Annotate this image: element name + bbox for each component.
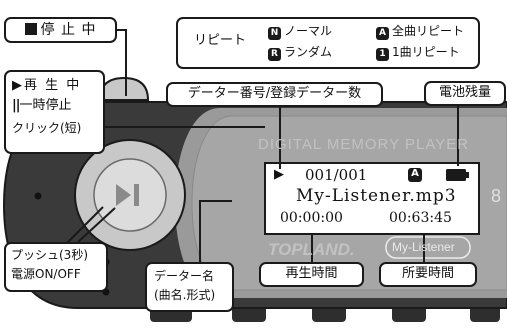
- connector-lines: [66, 29, 459, 263]
- lcd-repeat-badge: A: [411, 168, 419, 179]
- device-model: My-Listener: [392, 240, 455, 254]
- lcd-filename: My-Listener.mp3: [296, 186, 457, 206]
- repeat-legend-title: リピート: [194, 33, 247, 48]
- play-pause-labels: ▶再 生 中 ||一時停止 クリック(短): [4, 70, 105, 154]
- lcd-play-symbol: ▶: [274, 167, 284, 182]
- lcd-elapsed: 00:00:00: [280, 210, 343, 226]
- lcd-panel: [264, 162, 480, 235]
- top-tab: [98, 76, 150, 101]
- elapsed-time-label: 再生時間: [259, 262, 364, 287]
- data-name-label: データー名 (曲名.形式): [145, 262, 234, 312]
- stop-label: 停 止 中: [4, 17, 117, 43]
- stop-square-icon: [24, 22, 37, 35]
- push-power-label: プッシュ(3秒) 電源ON/OFF: [4, 242, 108, 292]
- click-label: クリック(短): [12, 120, 82, 135]
- play-triangle-icon: ▶: [12, 78, 24, 93]
- device-brand: TOPLAND.: [268, 240, 355, 259]
- lcd-track-number: 001/001: [305, 166, 368, 184]
- battery-icon-tip: [466, 172, 469, 178]
- normal-badge-icon: N: [268, 27, 281, 41]
- battery-icon: [446, 169, 466, 181]
- stop-label-text: 停 止 中: [40, 21, 97, 38]
- track-number-label: データー番号/登録データー数: [166, 82, 383, 107]
- device-dot: [34, 192, 42, 200]
- device-edge-char: 8: [491, 186, 502, 206]
- model-pill: [385, 236, 471, 259]
- play-label: 再 生 中: [24, 78, 82, 93]
- required-time-label: 所要時間: [379, 262, 477, 287]
- all-repeat-badge-icon: A: [376, 27, 389, 41]
- device-title: DIGITAL MEMORY PLAYER: [258, 136, 470, 153]
- one-repeat-badge-icon: 1: [376, 48, 389, 62]
- pause-label: 一時停止: [19, 97, 72, 113]
- repeat-badge-bg: [408, 168, 422, 182]
- play-pause-icon: [116, 184, 139, 206]
- battery-label: 電池残量: [424, 81, 506, 106]
- lcd-total: 00:63:45: [389, 210, 452, 226]
- random-badge-icon: R: [268, 48, 281, 62]
- push-label-line2: 電源ON/OFF: [11, 266, 81, 281]
- pause-bars-icon: ||: [12, 97, 20, 113]
- push-label-line1: プッシュ(3秒): [11, 248, 88, 262]
